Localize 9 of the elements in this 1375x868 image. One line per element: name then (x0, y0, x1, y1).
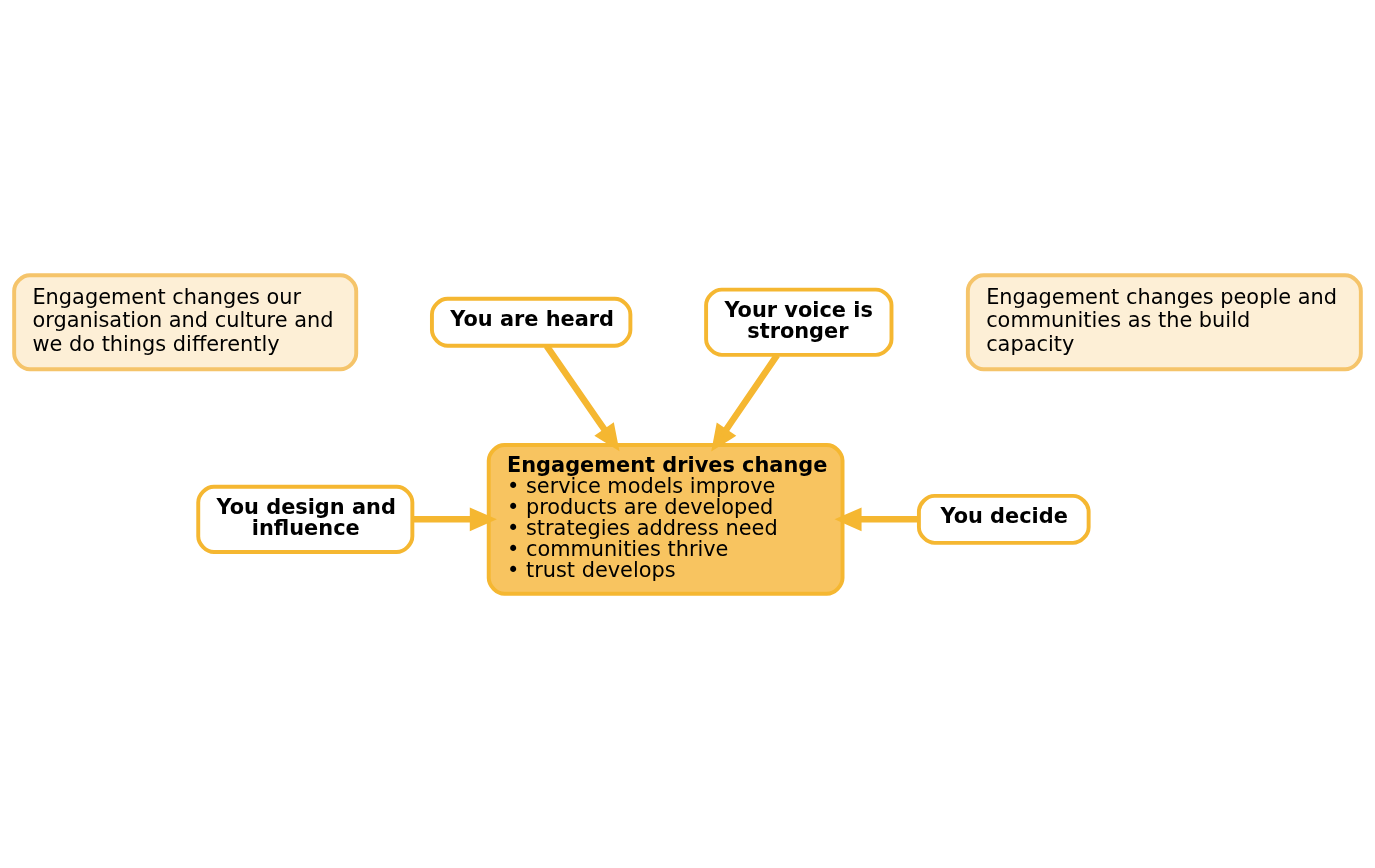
arrow (834, 507, 919, 531)
node-box: Engagement changes people and communities as the build capacity (965, 272, 1363, 371)
node-box: Engagement drives change • service models improve • products are developed • strategies address need • communities thrive • trust develops (486, 442, 845, 596)
arrow (412, 507, 497, 531)
node-box: You are heard (430, 296, 633, 348)
node-box: Engagement changes our organisation and culture and we do things differently (12, 272, 359, 371)
node-box: You design and influence (196, 484, 415, 554)
node-box: Your voice is stronger (704, 287, 894, 357)
node-box: You decide (916, 493, 1091, 545)
